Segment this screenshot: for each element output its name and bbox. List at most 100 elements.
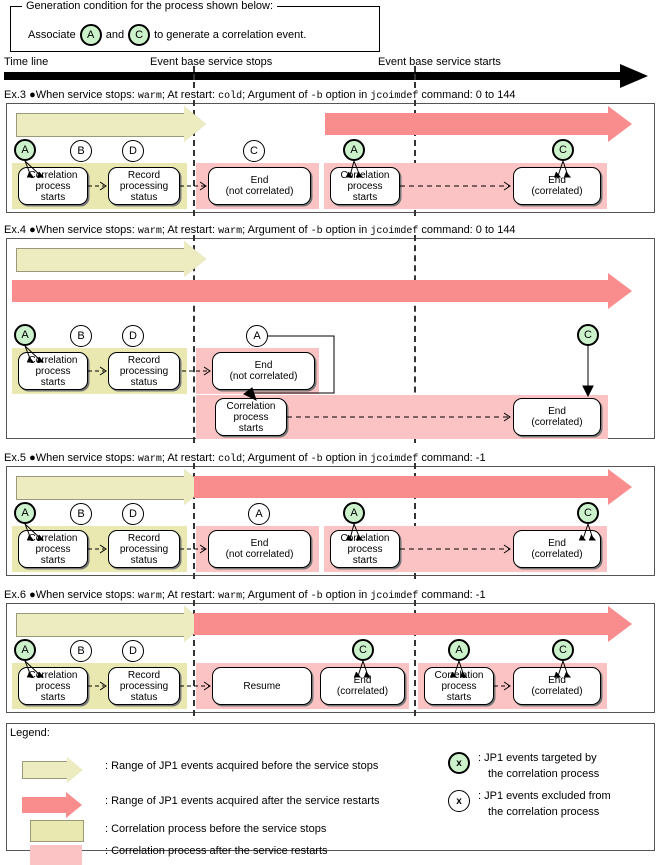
caption-mid: ; At restart: bbox=[161, 589, 219, 601]
caption-tail2: option in bbox=[322, 452, 371, 464]
stop-mode-value: warm bbox=[137, 91, 162, 102]
ex4-stop-line bbox=[193, 235, 195, 443]
legend-event-excluded-icon: x bbox=[448, 790, 470, 812]
box-label: End(not correlated) bbox=[225, 175, 294, 197]
legend-text-3: : Correlation process after the service … bbox=[105, 845, 328, 857]
legend-text-2: : Correlation process before the service… bbox=[105, 823, 327, 835]
restart-mode-value: warm bbox=[218, 226, 243, 237]
example-id: Ex.3 bbox=[4, 89, 30, 101]
caption-prefix: When service stops: bbox=[35, 589, 138, 601]
ex5-event-c-icon: C bbox=[577, 502, 599, 524]
ex5-stop-line bbox=[193, 463, 195, 579]
box-label: Resume bbox=[243, 680, 281, 692]
ex4-box-end-correlated: End(correlated) bbox=[513, 398, 601, 436]
legend-yellow-arrow-icon bbox=[22, 757, 83, 783]
ex5-event-d-icon: D bbox=[122, 503, 144, 525]
ex3-stop-line bbox=[193, 100, 195, 216]
ex4-event-a2-icon: A bbox=[246, 325, 268, 347]
restart-mode-value: cold bbox=[218, 454, 243, 465]
stop-mode-value: warm bbox=[137, 226, 162, 237]
legend-yellow-rect-icon bbox=[30, 820, 84, 842]
timeline-arrowhead-icon bbox=[620, 64, 648, 88]
caption-tail2: option in bbox=[322, 224, 371, 236]
ex3-box-end-not-correlated: End(not correlated) bbox=[208, 167, 311, 205]
ex4-event-c-icon: C bbox=[577, 324, 599, 346]
bullet-icon: ● bbox=[29, 589, 36, 601]
caption-prefix: When service stops: bbox=[35, 452, 138, 464]
caption-tail3: command: 0 to 144 bbox=[418, 89, 516, 101]
caption-mid: ; At restart: bbox=[161, 224, 219, 236]
restart-mode-value: warm bbox=[218, 591, 243, 602]
ex3-event-d-icon: D bbox=[122, 140, 144, 162]
option-value: -b bbox=[310, 591, 323, 602]
stop-mode-value: warm bbox=[137, 591, 162, 602]
timeline-stop-tick bbox=[193, 66, 195, 88]
timeline-start-tick bbox=[414, 66, 416, 88]
ex4-event-a1-icon: A bbox=[14, 324, 36, 346]
caption-tail2: option in bbox=[322, 589, 371, 601]
ex3-event-c1-icon: C bbox=[243, 140, 265, 162]
bullet-icon: ● bbox=[29, 89, 36, 101]
event-circle-c-icon: C bbox=[128, 24, 151, 46]
legend-pink-arrow-icon bbox=[22, 792, 82, 818]
command-value: jcoimdef bbox=[370, 91, 419, 102]
ex6-box-resume: Resume bbox=[212, 667, 312, 705]
condition-prefix: Associate bbox=[28, 29, 76, 41]
ex3-event-c2-icon: C bbox=[552, 139, 574, 161]
box-label: End(correlated) bbox=[531, 175, 583, 197]
caption-tail3: command: 0 to 144 bbox=[418, 224, 516, 236]
generation-condition-statement: Associate A and C to generate a correlat… bbox=[28, 24, 306, 46]
option-value: -b bbox=[310, 454, 323, 465]
example-id: Ex.4 bbox=[4, 224, 30, 236]
bullet-icon: ● bbox=[29, 452, 36, 464]
legend-event-targeted-line1: : JP1 events targeted by bbox=[478, 752, 597, 764]
ex6-event-b-icon: B bbox=[70, 640, 92, 662]
legend-box bbox=[6, 723, 655, 851]
ex6-event-c1-icon: C bbox=[352, 639, 374, 661]
ex6-start-line bbox=[414, 600, 416, 716]
example-caption-ex4: Ex.4 ●When service stops: warm; At resta… bbox=[4, 224, 516, 237]
ex3-event-a2-icon: A bbox=[343, 139, 365, 161]
box-label: End(correlated) bbox=[531, 538, 583, 560]
legend-text-1: : Range of JP1 events acquired after the… bbox=[105, 795, 380, 807]
example-caption-ex5: Ex.5 ●When service stops: warm; At resta… bbox=[4, 452, 486, 465]
option-value: -b bbox=[310, 91, 323, 102]
legend-title: Legend: bbox=[10, 727, 50, 739]
ex5-box-end-not-correlated: End(not correlated) bbox=[208, 530, 311, 568]
event-circle-a-icon: A bbox=[79, 24, 102, 46]
ex5-box-end-correlated: End(correlated) bbox=[513, 530, 601, 568]
timeline-start-marker-label: Event base service starts bbox=[378, 56, 501, 68]
timeline-label: Time line bbox=[4, 56, 49, 68]
legend-text-0: : Range of JP1 events acquired before th… bbox=[105, 760, 379, 772]
example-caption-ex3: Ex.3 ●When service stops: warm; At resta… bbox=[4, 89, 516, 102]
caption-tail: ; Argument of bbox=[242, 224, 311, 236]
ex6-stop-line bbox=[193, 600, 195, 716]
ex5-event-b-icon: B bbox=[70, 503, 92, 525]
caption-prefix: When service stops: bbox=[35, 89, 138, 101]
ex3-box-end-correlated: End(correlated) bbox=[513, 167, 601, 205]
command-value: jcoimdef bbox=[370, 226, 419, 237]
box-label: End(correlated) bbox=[531, 406, 583, 428]
ex6-event-d-icon: D bbox=[122, 640, 144, 662]
stop-mode-value: warm bbox=[137, 454, 162, 465]
restart-mode-value: cold bbox=[218, 91, 243, 102]
box-label: End(correlated) bbox=[336, 675, 389, 697]
legend-event-targeted-icon: x bbox=[448, 752, 470, 774]
box-label: End(not correlated) bbox=[229, 360, 298, 382]
